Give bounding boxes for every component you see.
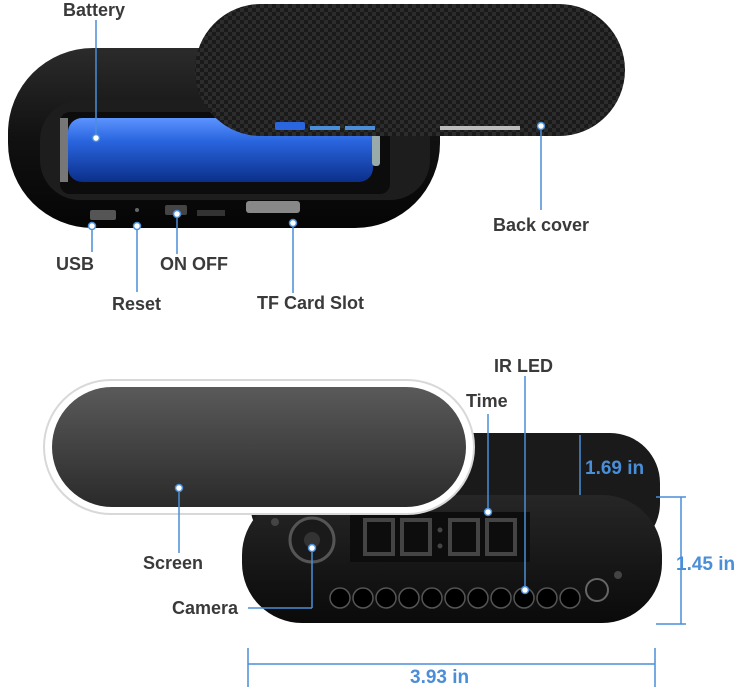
label-usb: USB bbox=[56, 254, 95, 274]
label-screen: Screen bbox=[143, 553, 204, 573]
dimension-height: 1.45 in bbox=[676, 554, 736, 575]
label-reset: Reset bbox=[112, 294, 162, 314]
tf-card-slot-icon bbox=[246, 201, 300, 213]
label-time: Time bbox=[466, 391, 508, 411]
clock-digits-icon bbox=[363, 518, 517, 556]
callout-lines bbox=[87, 20, 546, 609]
label-back-cover: Back cover bbox=[493, 215, 590, 235]
ir-led-row-icon bbox=[329, 587, 581, 609]
label-camera: Camera bbox=[172, 598, 239, 618]
dimension-width: 3.93 in bbox=[410, 667, 470, 688]
dimension-depth: 1.69 in bbox=[585, 458, 645, 479]
label-battery: Battery bbox=[63, 0, 126, 20]
usb-port-icon bbox=[90, 210, 116, 220]
screen-cover bbox=[43, 379, 475, 515]
label-tf-card-slot: TF Card Slot bbox=[257, 293, 364, 313]
back-cover bbox=[195, 4, 625, 136]
label-ir-led: IR LED bbox=[494, 356, 554, 376]
dimension-lines bbox=[247, 435, 686, 687]
label-on-off: ON OFF bbox=[160, 254, 228, 274]
